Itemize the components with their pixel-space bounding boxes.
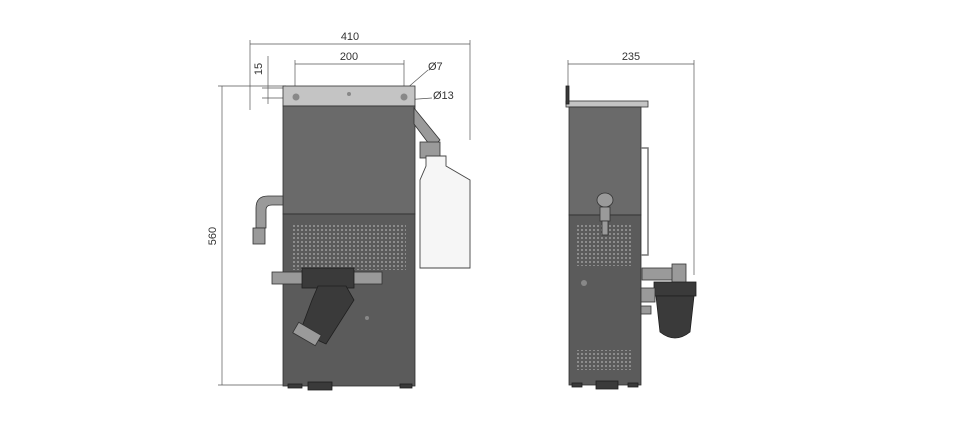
side-mounting-plate xyxy=(565,100,649,108)
dimension-overall-width: 410 xyxy=(249,31,471,140)
dimension-height: 560 xyxy=(207,85,290,386)
bottle xyxy=(419,155,471,269)
dimension-label-top-offset: 15 xyxy=(253,63,265,75)
filter-assembly xyxy=(271,267,383,347)
rear-handle xyxy=(641,147,649,256)
upper-housing xyxy=(282,105,416,215)
side-nozzle xyxy=(596,192,614,236)
hole-callouts: Ø7 Ø13 xyxy=(397,61,454,102)
side-foot-center xyxy=(595,380,619,390)
callout-large-hole: Ø13 xyxy=(433,90,454,102)
bottle-assembly xyxy=(413,106,471,269)
callout-small-hole: Ø7 xyxy=(428,61,443,73)
side-bolt xyxy=(581,280,587,286)
side-plate-edge xyxy=(565,85,570,105)
side-view: 235 xyxy=(565,51,697,390)
front-view: 410 200 15 560 Ø7 Ø13 xyxy=(207,31,471,391)
keyhole-right xyxy=(400,93,408,101)
dimension-label-depth: 235 xyxy=(622,51,640,63)
left-elbow-fitting xyxy=(252,195,284,245)
dimension-label-inner-width: 200 xyxy=(340,51,358,63)
side-filter-assembly xyxy=(640,263,697,339)
side-foot-right xyxy=(627,382,639,388)
dimension-depth: 235 xyxy=(567,51,695,275)
dimension-label-height: 560 xyxy=(207,227,219,245)
dimension-inner-width: 200 xyxy=(294,51,405,92)
ventilation-grille xyxy=(293,224,406,270)
dimension-label-overall-width: 410 xyxy=(341,31,359,43)
center-hole xyxy=(347,92,351,96)
side-bottom-grille xyxy=(577,350,632,370)
foot-right xyxy=(399,383,413,389)
screw xyxy=(365,316,369,320)
foot-center xyxy=(307,381,333,391)
foot-left xyxy=(287,383,303,389)
keyhole-left xyxy=(292,93,300,101)
side-foot-left xyxy=(571,382,583,388)
